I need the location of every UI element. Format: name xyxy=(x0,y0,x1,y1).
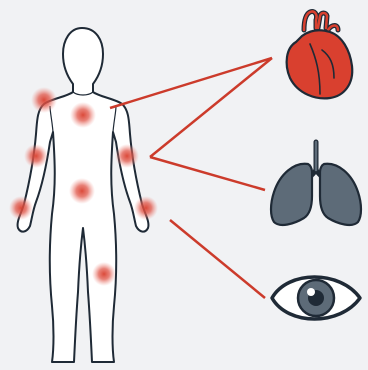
hotspot-abdomen xyxy=(69,178,95,204)
connector-elbow-lungs xyxy=(150,157,265,190)
connector-wrist-eye xyxy=(170,220,265,298)
hotspot-left-wrist xyxy=(9,196,33,220)
connector-elbow-heart xyxy=(150,58,272,157)
right-lung xyxy=(320,164,361,225)
heart-icon xyxy=(287,11,353,98)
hotspot-left-shoulder xyxy=(31,87,57,113)
lungs-icon xyxy=(271,142,361,225)
left-lung xyxy=(271,164,312,225)
eye-highlight xyxy=(307,288,315,296)
hotspot-chest xyxy=(70,102,96,128)
hotspot-right-elbow xyxy=(115,144,139,168)
hotspot-right-wrist xyxy=(134,196,158,220)
hotspot-left-elbow xyxy=(24,144,48,168)
hotspot-right-knee xyxy=(92,262,116,286)
connector-chest-heart xyxy=(110,58,272,108)
eye-icon xyxy=(272,277,360,319)
